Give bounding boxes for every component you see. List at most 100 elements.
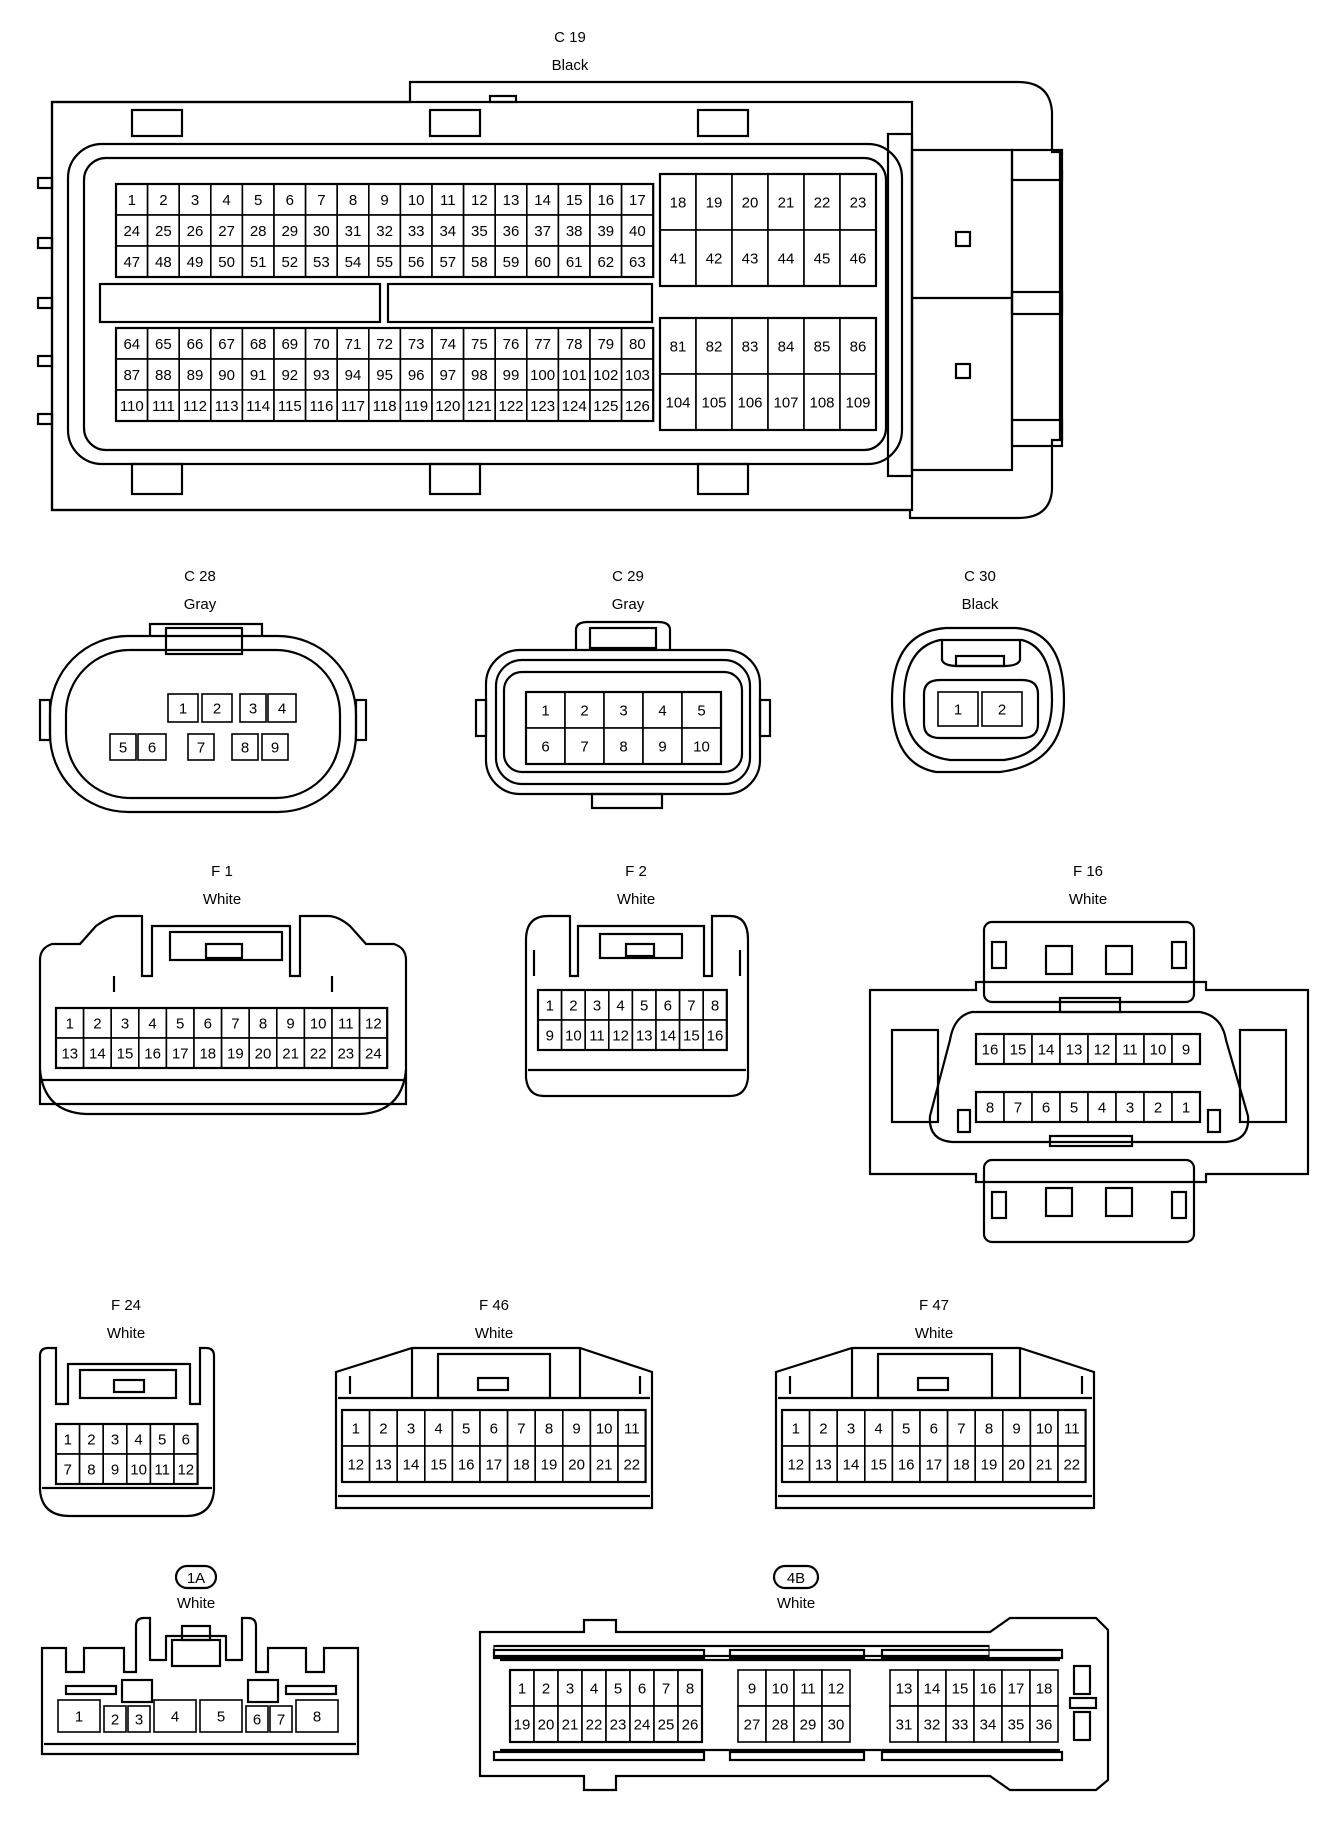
c19-pin-91: 91 — [250, 367, 267, 384]
c19-pin-19: 19 — [706, 194, 723, 211]
c19-pin-71-cell — [336, 327, 370, 360]
c29-pin-1: 1 — [541, 702, 549, 719]
f47-pin-9: 9 — [1012, 1420, 1020, 1437]
f46-pin-frame — [340, 1408, 647, 1484]
4b-pin-10: 10 — [772, 1680, 789, 1697]
1a-pin-1-cell — [57, 1699, 101, 1733]
f1-pin-22: 22 — [310, 1045, 327, 1062]
f2-pin-10: 10 — [565, 1027, 582, 1044]
c19-pin-50: 50 — [218, 254, 235, 271]
f24-pin-7: 7 — [64, 1461, 72, 1478]
c19-pin-23-cell — [839, 173, 877, 231]
f1-pin-8: 8 — [259, 1015, 267, 1032]
c19-pin-70: 70 — [313, 336, 330, 353]
c19-pin-83: 83 — [742, 338, 759, 355]
f46-pin-6: 6 — [490, 1420, 498, 1437]
f16-pin-7-cell — [1003, 1091, 1033, 1123]
c30-id-label: C 30 — [964, 568, 996, 585]
c19-pin-7-cell — [304, 183, 339, 216]
c19-pin-101: 101 — [562, 367, 587, 384]
f46-pin-9: 9 — [572, 1420, 580, 1437]
c19-pin-43: 43 — [742, 250, 759, 267]
c19-pin-52: 52 — [281, 254, 298, 271]
c19-pin-92: 92 — [281, 367, 298, 384]
c29-pin-7: 7 — [580, 738, 588, 755]
c19-pin-117: 117 — [341, 398, 365, 415]
c28-pin-9: 9 — [271, 739, 279, 756]
c19-pin-98: 98 — [471, 367, 488, 384]
f47-pin-21-cell — [1029, 1445, 1059, 1483]
f46-pin-21: 21 — [596, 1456, 613, 1473]
4b-pin-35-cell — [1001, 1705, 1031, 1743]
f46-pin-13: 13 — [375, 1456, 392, 1473]
c19-pin-32: 32 — [376, 223, 393, 240]
c29-id-label: C 29 — [612, 568, 644, 585]
c19-pin-17: 17 — [629, 192, 646, 209]
4b-pin-2: 2 — [542, 1680, 550, 1697]
f2-pin-16: 16 — [707, 1027, 724, 1044]
f1-pin-20: 20 — [255, 1045, 272, 1062]
c29-pin-9: 9 — [658, 738, 666, 755]
f46-pin-4: 4 — [434, 1420, 442, 1437]
f24-pin-3: 3 — [111, 1431, 119, 1448]
4b-pin-16-cell — [973, 1669, 1003, 1707]
1a-pin-2: 2 — [111, 1711, 119, 1728]
c19-pin-frame — [114, 182, 655, 279]
f2-pin-15: 15 — [683, 1027, 700, 1044]
c29-pin-8: 8 — [619, 738, 627, 755]
c28-pin-2-cell — [201, 693, 233, 723]
c19-pin-95-cell — [367, 358, 402, 391]
f2-pin-13: 13 — [636, 1027, 653, 1044]
c19-pin-70-cell — [304, 327, 339, 360]
c19-pin-105-cell — [695, 373, 733, 431]
c28-pin-5: 5 — [119, 739, 127, 756]
f1-pin-15: 15 — [117, 1045, 134, 1062]
1a-pin-7-cell — [269, 1705, 293, 1733]
f47-id-label: F 47 — [919, 1297, 949, 1314]
4b-pin-13: 13 — [896, 1680, 913, 1697]
1a-pin-7: 7 — [277, 1711, 285, 1728]
f16-pin-13: 13 — [1066, 1041, 1083, 1058]
f47-pin-11: 11 — [1064, 1420, 1080, 1437]
c19-pin-46-cell — [839, 229, 877, 287]
c19-pin-16: 16 — [597, 192, 614, 209]
c19-pin-99-cell — [494, 358, 528, 391]
f47-pin-15: 15 — [870, 1456, 887, 1473]
f1-pin-2: 2 — [93, 1015, 101, 1032]
f46-pin-2: 2 — [379, 1420, 387, 1437]
c19-pin-107: 107 — [773, 394, 798, 411]
1a-pin-6: 6 — [253, 1711, 261, 1728]
c29-pin-10: 10 — [693, 738, 710, 755]
c29-pin-6: 6 — [541, 738, 549, 755]
4b-pin-8: 8 — [686, 1680, 694, 1697]
1a-pin-5: 5 — [217, 1708, 225, 1725]
c29-pin-3-cell — [603, 691, 644, 729]
f46-pin-12: 12 — [347, 1456, 364, 1473]
c19-pin-88-cell — [146, 358, 181, 391]
4b-pin-23: 23 — [610, 1716, 627, 1733]
4b-pin-6: 6 — [638, 1680, 646, 1697]
c19-pin-47: 47 — [123, 254, 140, 271]
c19-pin-11: 11 — [440, 192, 456, 209]
f1-pin-4: 4 — [148, 1015, 156, 1032]
f1-pin-1: 1 — [66, 1015, 74, 1032]
c19-pin-71: 71 — [345, 336, 362, 353]
c19-pin-40: 40 — [629, 223, 646, 240]
c19-pin-28: 28 — [250, 223, 267, 240]
f46-pin-21-cell — [589, 1445, 619, 1483]
c19-pin-89-cell — [178, 358, 212, 391]
c19-pin-7: 7 — [317, 192, 325, 209]
c19-pin-119: 119 — [404, 398, 428, 415]
c28-pin-9-cell — [261, 733, 289, 761]
f24-pin-5: 5 — [158, 1431, 166, 1448]
f47-pin-5: 5 — [902, 1420, 910, 1437]
f1-pin-21: 21 — [282, 1045, 299, 1062]
f16-pin-11: 11 — [1122, 1041, 1138, 1058]
c29-pin-10-cell — [681, 727, 722, 765]
